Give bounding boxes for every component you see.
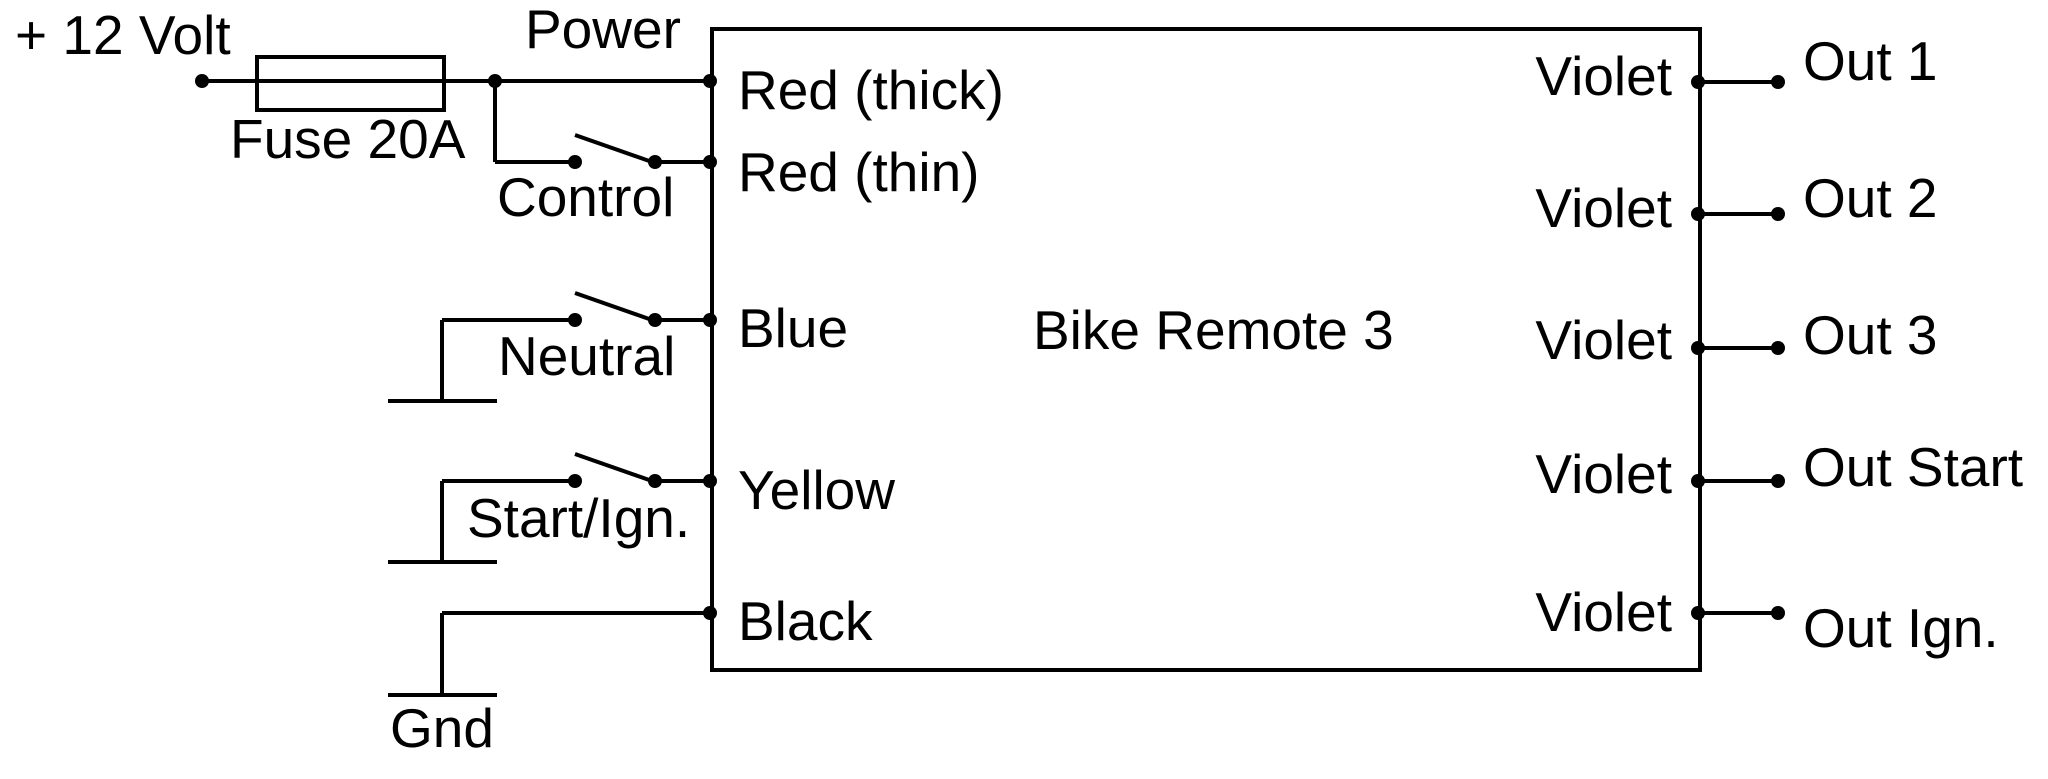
- input-label-red-thin: Red (thin): [738, 141, 980, 203]
- neutral-ground-drop: [440, 320, 444, 401]
- gnd-bar: [388, 693, 497, 697]
- blue-pin-dot: [703, 313, 717, 327]
- yellow-pin-dot: [703, 474, 717, 488]
- start-ign-switch-left-contact: [568, 474, 582, 488]
- power-label: Power: [525, 0, 681, 60]
- input-label-red-thick: Red (thick): [738, 59, 1004, 121]
- fuse-symbol: [255, 55, 446, 112]
- neutral-label: Neutral: [498, 325, 676, 387]
- out3-terminal-dot: [1771, 341, 1785, 355]
- start-ign-wire-left: [442, 479, 576, 483]
- gnd-label: Gnd: [390, 697, 494, 759]
- out-ign-wire: [1698, 611, 1778, 615]
- output-label-out2: Out 2: [1803, 167, 1938, 229]
- input-label-blue: Blue: [738, 297, 849, 359]
- out-start-wire: [1698, 479, 1778, 483]
- input-label-black: Black: [738, 590, 873, 652]
- neutral-switch-left-contact: [568, 313, 582, 327]
- neutral-switch-right-contact: [648, 313, 662, 327]
- start-ign-switch-right-contact: [648, 474, 662, 488]
- out2-terminal-dot: [1771, 207, 1785, 221]
- control-branch-wire: [493, 81, 497, 162]
- control-switch-right-contact: [648, 155, 662, 169]
- out1-terminal-dot: [1771, 75, 1785, 89]
- black-pin-dot: [703, 606, 717, 620]
- out1-pin-dot: [1691, 75, 1705, 89]
- power-junction-dot: [488, 74, 502, 88]
- out-ign-pin-dot: [1691, 606, 1705, 620]
- gnd-wire: [442, 611, 710, 615]
- input-label-yellow: Yellow: [738, 459, 895, 521]
- out-ign-terminal-dot: [1771, 606, 1785, 620]
- start-ign-ground-drop: [440, 481, 444, 562]
- wire-color-label-out2: Violet: [1535, 177, 1672, 239]
- neutral-wire-right: [655, 318, 710, 322]
- start-ign-label: Start/Ign.: [467, 487, 691, 549]
- control-switch-blade: [574, 133, 656, 165]
- neutral-wire-left: [442, 318, 576, 322]
- start-ign-wire-right: [655, 479, 710, 483]
- device-title: Bike Remote 3: [1033, 299, 1394, 361]
- neutral-switch-blade: [574, 291, 656, 323]
- out2-wire: [1698, 212, 1778, 216]
- start-ign-ground-bar: [388, 560, 497, 564]
- control-switch-left-contact: [568, 155, 582, 169]
- output-label-out1: Out 1: [1803, 30, 1938, 92]
- neutral-ground-bar: [388, 399, 497, 403]
- output-label-out-start: Out Start: [1803, 436, 2024, 498]
- output-label-out3: Out 3: [1803, 304, 1938, 366]
- out1-wire: [1698, 80, 1778, 84]
- control-wire-left: [495, 160, 575, 164]
- wire-color-label-out1: Violet: [1535, 45, 1672, 107]
- wire-color-label-out-ign: Violet: [1535, 581, 1672, 643]
- output-label-out-ign: Out Ign.: [1803, 597, 1999, 659]
- red-thick-pin-dot: [703, 74, 717, 88]
- supply-terminal-dot: [195, 74, 209, 88]
- supply-label: + 12 Volt: [15, 4, 231, 66]
- control-label: Control: [497, 166, 675, 228]
- fuse-label: Fuse 20A: [230, 108, 466, 170]
- start-ign-switch-blade: [574, 452, 656, 484]
- control-wire-right: [655, 160, 710, 164]
- wire-color-label-out3: Violet: [1535, 309, 1672, 371]
- out2-pin-dot: [1691, 207, 1705, 221]
- out3-pin-dot: [1691, 341, 1705, 355]
- power-wire: [202, 79, 710, 83]
- out-start-pin-dot: [1691, 474, 1705, 488]
- out-start-terminal-dot: [1771, 474, 1785, 488]
- gnd-drop: [440, 613, 444, 695]
- out3-wire: [1698, 346, 1778, 350]
- wire-color-label-out-start: Violet: [1535, 443, 1672, 505]
- red-thin-pin-dot: [703, 155, 717, 169]
